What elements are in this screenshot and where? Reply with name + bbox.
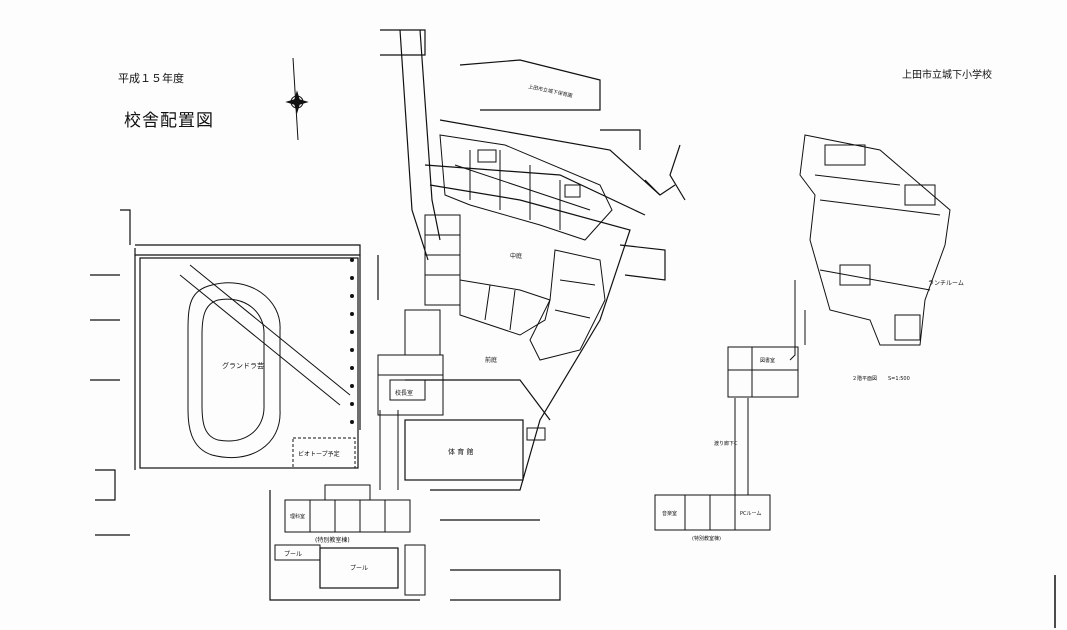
science-room-label: 理科室 bbox=[290, 513, 305, 520]
pool-label: プール bbox=[350, 565, 368, 572]
athletic-ground: グランドラ芸 bbox=[139, 257, 359, 469]
special-wing-label: (特別教室棟) bbox=[315, 536, 350, 544]
principal-room-label: 校長室 bbox=[395, 389, 413, 397]
crossing-label: 渡り廊下C bbox=[714, 440, 738, 447]
scale-label: S=1:500 bbox=[888, 376, 910, 382]
pools: プール プール bbox=[274, 544, 426, 596]
front-yard-label: 前庭 bbox=[485, 356, 497, 364]
central-building: 中庭 前庭 bbox=[424, 214, 606, 364]
library-label: 図書室 bbox=[760, 357, 775, 364]
tree-markers bbox=[350, 258, 354, 424]
small-pool-label: プール bbox=[284, 551, 302, 558]
north-arrow-compass-icon bbox=[285, 57, 309, 141]
page-title: 校舎配置図 bbox=[124, 111, 214, 131]
courtyard-label: 中庭 bbox=[510, 252, 522, 260]
special-wing: (特別教室棟) 理科室 bbox=[284, 484, 411, 544]
special-wing-2f-label: (特別教室棟) bbox=[692, 535, 721, 542]
biotope-area: ビオトープ予定 bbox=[292, 437, 356, 469]
music-room-label: 音楽室 bbox=[662, 510, 677, 517]
ground-label: グランドラ芸 bbox=[222, 361, 264, 370]
school-name: 上田市立城下小学校 bbox=[902, 70, 992, 81]
pc-room-label: PCルーム bbox=[740, 511, 761, 517]
biotope-label: ビオトープ予定 bbox=[298, 450, 340, 458]
floor2-caption: ２階平面図 bbox=[852, 375, 877, 382]
west-wing: 校長室 bbox=[377, 309, 444, 490]
gymnasium: 体 育 館 bbox=[404, 419, 546, 481]
gym-label: 体 育 館 bbox=[448, 447, 473, 456]
second-floor-plan: ランチルーム ２階平面図 S=1:500 図書室 渡り廊下C PCルーム 音楽室… bbox=[654, 134, 964, 542]
lunchroom-label: ランチルーム bbox=[928, 280, 964, 287]
fiscal-year-label: 平成１５年度 bbox=[118, 72, 184, 85]
north-wing bbox=[439, 134, 613, 241]
site-boundary bbox=[90, 29, 686, 601]
road-label: 上田市立城下保育園 bbox=[528, 83, 573, 99]
